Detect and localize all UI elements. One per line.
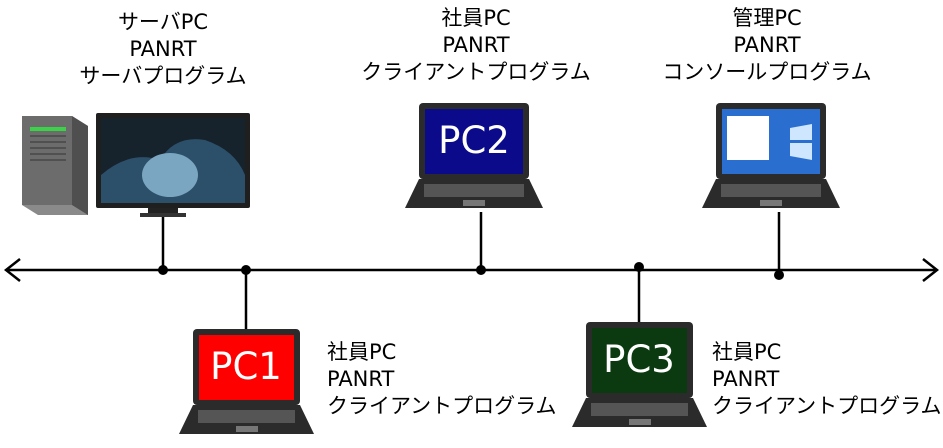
pc1-caption-line-2: PANRT [327, 367, 395, 391]
pc3-caption: 社員PC PANRT クライアントプログラム [712, 339, 942, 420]
pc1-laptop-icon: PC1 [179, 329, 314, 434]
pc1-caption: 社員PC PANRT クライアントプログラム [327, 339, 557, 420]
pc1-screen-label: PC1 [210, 345, 282, 388]
admin-laptop-icon [702, 103, 840, 208]
pc2-caption-line-3: クライアントプログラム [361, 60, 591, 84]
server-caption-line-2: PANRT [129, 37, 197, 61]
pc3-connection-node [634, 262, 644, 272]
admin-connection-node [774, 270, 784, 280]
bus-arrow-right-icon [922, 258, 940, 282]
bus-arrow-left-icon [3, 258, 21, 282]
pc3-caption-line-2: PANRT [712, 367, 780, 391]
server-caption-line-3: サーバプログラム [79, 64, 247, 88]
pc2-screen-label: PC2 [438, 119, 510, 162]
pc3-caption-line-1: 社員PC [712, 340, 782, 364]
pc2-caption-line-1: 社員PC [441, 6, 511, 30]
pc3-laptop-icon: PC3 [572, 322, 707, 427]
server-connection-node [158, 265, 168, 275]
admin-caption-line-3: コンソールプログラム [662, 60, 872, 84]
server-monitor-icon [96, 113, 250, 217]
pc3-caption-line-3: クライアントプログラム [712, 394, 942, 418]
server-caption-line-1: サーバPC [117, 10, 209, 34]
pc3-screen-label: PC3 [603, 338, 675, 381]
admin-caption-line-2: PANRT [733, 33, 801, 57]
server-caption: サーバPC PANRT サーバプログラム [63, 9, 263, 90]
pc1-caption-line-1: 社員PC [327, 340, 397, 364]
pc2-caption: 社員PC PANRT クライアントプログラム [359, 5, 593, 86]
pc1-caption-line-3: クライアントプログラム [327, 394, 557, 418]
admin-caption: 管理PC PANRT コンソールプログラム [652, 5, 882, 86]
server-tower-icon [22, 116, 88, 215]
admin-caption-line-1: 管理PC [732, 6, 802, 30]
pc2-connection-node [476, 265, 486, 275]
pc2-laptop-icon: PC2 [405, 103, 543, 208]
pc2-caption-line-2: PANRT [442, 33, 510, 57]
pc1-connection-node [241, 265, 251, 275]
